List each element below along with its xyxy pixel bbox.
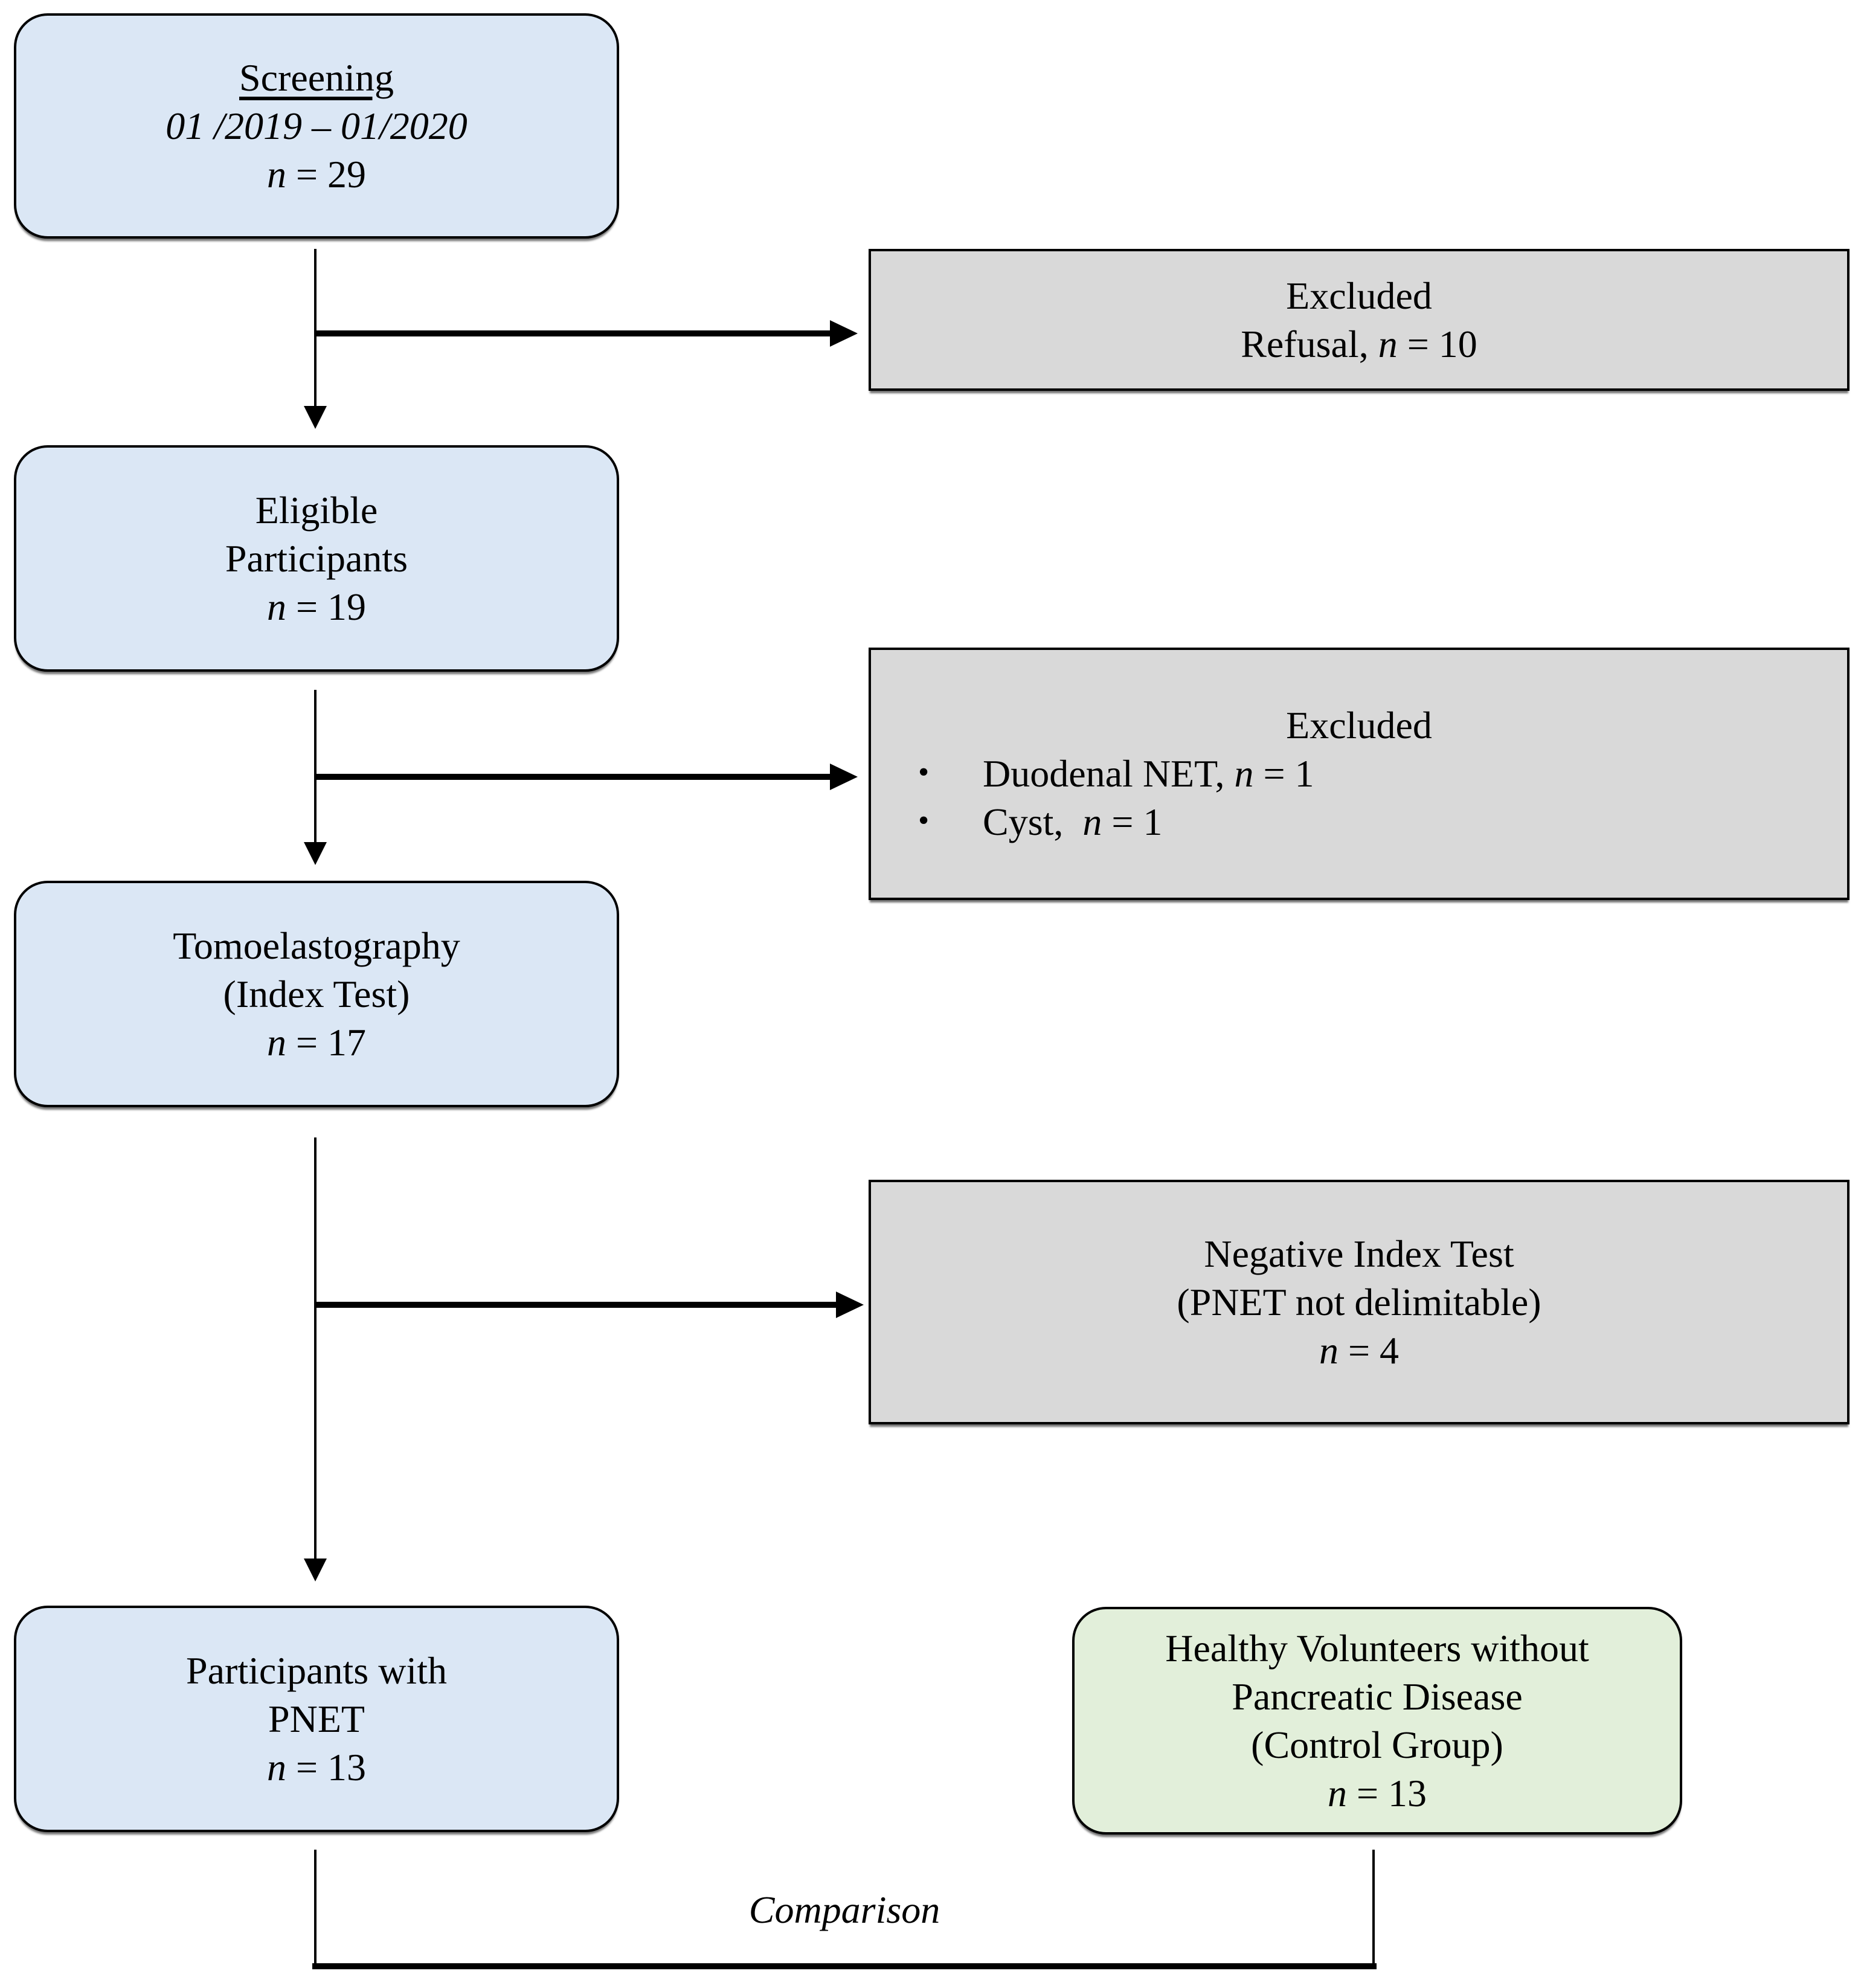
- bullet-icon: •: [918, 755, 930, 790]
- connector-tomo-to-pnet: [314, 1137, 317, 1560]
- connector-eligible-to-excluded: [315, 774, 830, 780]
- n-var: n: [1082, 800, 1102, 843]
- n-value: = 13: [1346, 1771, 1427, 1815]
- pnet-line2: PNET: [268, 1697, 365, 1740]
- right-arrowhead-icon: [830, 764, 858, 790]
- tomo-line2: (Index Test): [223, 972, 410, 1015]
- n-var: n: [266, 152, 286, 196]
- pnet-line1: Participants with: [186, 1649, 447, 1692]
- bullet-icon: •: [918, 803, 930, 838]
- list-item: • Cyst, n = 1: [871, 798, 1847, 846]
- eligible-participants-box: Eligible Participants n = 19: [14, 445, 619, 672]
- n-value: = 10: [1397, 322, 1477, 365]
- right-arrowhead-icon: [830, 320, 858, 347]
- negative-count: n = 4: [1319, 1327, 1399, 1375]
- screening-title: Screening: [239, 56, 394, 99]
- excluded-refusal-reason: Refusal, n = 10: [1241, 320, 1477, 368]
- n-var: n: [1378, 322, 1398, 365]
- control-line2: Pancreatic Disease: [1232, 1674, 1523, 1718]
- excluded-eligibility-list: • Duodenal NET, n = 1 • Cyst, n = 1: [871, 750, 1847, 846]
- n-value: = 29: [286, 152, 367, 196]
- down-arrowhead-icon: [304, 1559, 327, 1581]
- connector-tomo-to-negative: [315, 1302, 836, 1308]
- n-value: = 1: [1253, 752, 1314, 795]
- list-item: • Duodenal NET, n = 1: [871, 750, 1847, 798]
- screening-count: n = 29: [267, 150, 366, 199]
- negative-line2: (PNET not delimitable): [1177, 1280, 1541, 1324]
- negative-line1: Negative Index Test: [1204, 1232, 1514, 1275]
- comparison-bracket-right: [1372, 1850, 1375, 1969]
- n-var: n: [266, 1745, 286, 1789]
- comparison-bracket-bottom: [312, 1963, 1377, 1969]
- n-value: = 4: [1338, 1328, 1400, 1372]
- n-var: n: [1319, 1328, 1339, 1372]
- eligible-line2: Participants: [225, 536, 408, 580]
- n-var: n: [266, 1020, 286, 1064]
- excluded-eligibility-box: Excluded • Duodenal NET, n = 1 • Cyst, n =…: [869, 648, 1850, 900]
- eligible-count: n = 19: [267, 583, 366, 631]
- n-var: n: [1234, 752, 1254, 795]
- screening-period: 01 /2019 – 01/2020: [166, 104, 468, 147]
- excluded-eligibility-title: Excluded: [1286, 704, 1432, 747]
- eligible-line1: Eligible: [255, 488, 378, 532]
- control-line3: (Control Group): [1251, 1723, 1503, 1766]
- n-value: = 17: [286, 1020, 367, 1064]
- n-value: = 13: [286, 1745, 367, 1789]
- n-var: n: [1327, 1771, 1347, 1815]
- comparison-label: Comparison: [748, 1888, 940, 1931]
- excluded-refusal-title: Excluded: [1286, 274, 1432, 317]
- screening-box: Screening 01 /2019 – 01/2020 n = 29: [14, 13, 619, 239]
- reason-text: Cyst,: [983, 800, 1083, 843]
- tomo-count: n = 17: [267, 1018, 366, 1067]
- comparison-bracket-left: [314, 1850, 317, 1969]
- n-value: = 1: [1102, 800, 1163, 843]
- n-var: n: [266, 585, 286, 628]
- control-line1: Healthy Volunteers without: [1165, 1626, 1589, 1670]
- control-count: n = 13: [1328, 1769, 1427, 1818]
- pnet-participants-box: Participants with PNET n = 13: [14, 1606, 619, 1832]
- control-group-box: Healthy Volunteers without Pancreatic Di…: [1072, 1607, 1682, 1835]
- reason-text: Duodenal NET,: [983, 752, 1235, 795]
- tomoelastography-box: Tomoelastography (Index Test) n = 17: [14, 881, 619, 1107]
- connector-screening-to-excluded: [315, 330, 830, 336]
- right-arrowhead-icon: [836, 1292, 864, 1318]
- down-arrowhead-icon: [304, 406, 327, 429]
- excluded-refusal-box: Excluded Refusal, n = 10: [869, 249, 1850, 391]
- connector-eligible-to-tomo: [314, 690, 317, 844]
- n-value: = 19: [286, 585, 367, 628]
- connector-screening-to-eligible: [314, 249, 317, 408]
- tomo-line1: Tomoelastography: [173, 924, 460, 967]
- negative-index-test-box: Negative Index Test (PNET not delimitabl…: [869, 1180, 1850, 1424]
- down-arrowhead-icon: [304, 842, 327, 865]
- pnet-count: n = 13: [267, 1743, 366, 1792]
- reason-text: Refusal,: [1241, 322, 1378, 365]
